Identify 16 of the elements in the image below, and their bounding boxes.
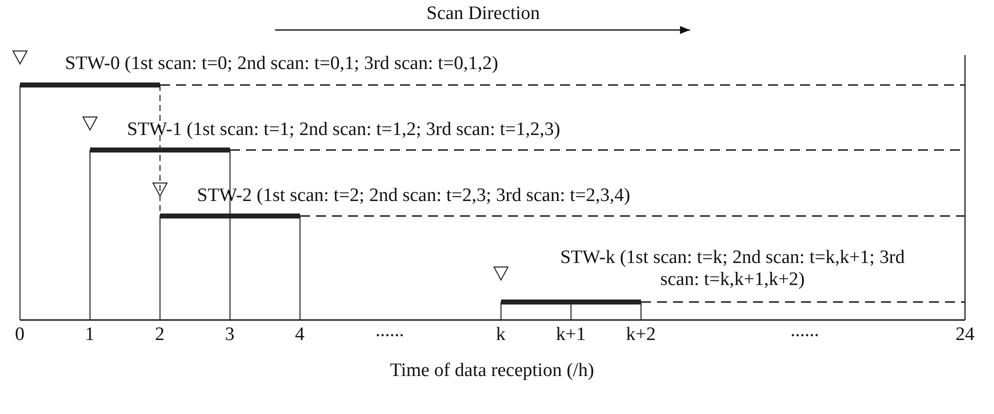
ellipsis: ...... bbox=[376, 320, 404, 342]
axis-title: Time of data reception (/h) bbox=[390, 360, 594, 382]
tick-label: k bbox=[496, 324, 506, 346]
window-label: STW-k (1st scan: t=k; 2nd scan: t=k,k+1; 3rd scan: t=k,k+1,k+2) bbox=[560, 247, 905, 291]
tick-label: k+2 bbox=[626, 324, 656, 346]
window-label: STW-1 (1st scan: t=1; 2nd scan: t=1,2; 3rd scan: t=1,2,3) bbox=[127, 119, 560, 141]
tick-label: 0 bbox=[15, 324, 24, 346]
tick-label: 1 bbox=[85, 324, 94, 346]
axis-note: Scan Direction bbox=[426, 3, 540, 25]
tick-label: 3 bbox=[225, 324, 234, 346]
tick-label: k+1 bbox=[556, 324, 586, 346]
window-label: STW-0 (1st scan: t=0; 2nd scan: t=0,1; 3rd scan: t=0,1,2) bbox=[65, 53, 498, 75]
ellipsis: ...... bbox=[790, 320, 819, 342]
tick-label: 24 bbox=[956, 324, 974, 346]
tick-label: 2 bbox=[155, 324, 164, 346]
tick-label: 4 bbox=[295, 324, 304, 346]
